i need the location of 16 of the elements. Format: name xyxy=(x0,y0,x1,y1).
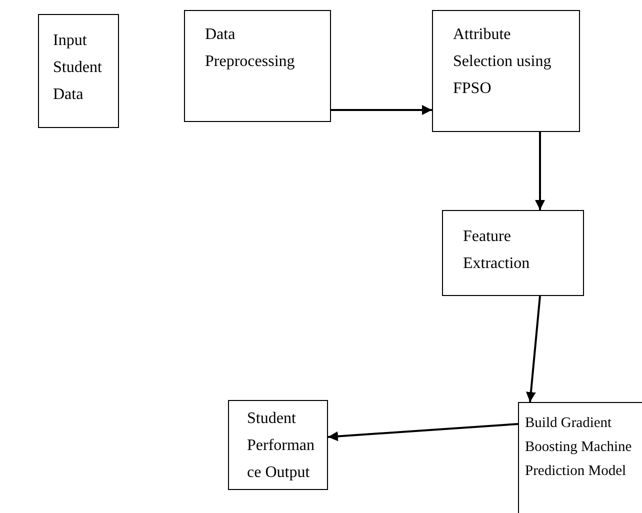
box-label: Student Performan ce Output xyxy=(247,409,315,483)
process-box xyxy=(518,402,642,513)
arrow xyxy=(328,423,518,442)
box-label: Data Preprocessing xyxy=(205,25,296,72)
process-box xyxy=(184,10,331,122)
arrow xyxy=(526,296,541,402)
process-box xyxy=(442,210,584,296)
arrow xyxy=(535,132,545,210)
arrow xyxy=(331,105,432,115)
process-box xyxy=(228,400,328,490)
process-box xyxy=(38,14,119,128)
process-box xyxy=(432,10,580,132)
box-label: Attribute Selection using FPSO xyxy=(453,25,552,99)
box-label: Build Gradient Boosting Machine Prediction Model xyxy=(525,414,633,481)
box-label: Input Student Data xyxy=(53,31,102,105)
box-label: Feature Extraction xyxy=(463,227,531,274)
